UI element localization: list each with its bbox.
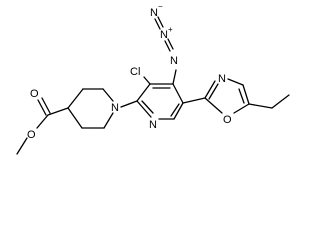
bond-ox-o1-c2: [204, 97, 223, 114]
atom-n-oxazole: N: [218, 73, 226, 85]
atom-n-pyridine: N: [149, 119, 157, 131]
bond-azide-n2-n3-a: [154, 18, 161, 30]
bond-n-pyridine: [120, 100, 138, 108]
azide-minus-charge: −: [158, 2, 163, 11]
atom-o-carbonyl: O: [30, 88, 39, 100]
bond-ox-c4-c5-inner: [238, 88, 245, 104]
bond-ethyl-ch2: [248, 103, 273, 109]
atom-labels: O O N Cl N N + N − N N O: [27, 2, 232, 141]
atom-n-azide-2: N: [160, 29, 168, 41]
bond-ox-c5-o1: [233, 103, 250, 114]
bond-py-n-c2: [136, 100, 152, 118]
bond-c-o-double-b: [41, 97, 51, 114]
azide-group: [154, 16, 174, 52]
bond-py-n-c2-inner: [141, 100, 154, 114]
azide-plus-charge: +: [168, 25, 173, 34]
bond-o-carbonyl-c: [36, 114, 49, 129]
ester-group: [16, 97, 69, 155]
oxazole-ring: [204, 78, 290, 114]
molecule-drawing: O O N Cl N N + N − N N O: [16, 2, 290, 155]
bond-c3-cl: [143, 76, 151, 85]
bond-ethyl-ch3: [271, 94, 290, 109]
atom-o-oxazole: O: [223, 114, 232, 126]
atom-n-piperidine: N: [111, 102, 119, 114]
bond-ox-c2-n3-a: [204, 80, 216, 99]
bond-azide-n2-n3-b: [157, 16, 164, 28]
bond-py-c5-c6: [173, 102, 184, 120]
bond-py-c5-c6-inner: [170, 103, 180, 117]
bond-azide-n1-n2-b: [167, 38, 174, 50]
bond-pip-c2-n: [102, 88, 114, 102]
bond-py-c2-c3: [136, 83, 151, 102]
atom-n-azide-3: N: [150, 7, 158, 19]
bond-ox-n3-c4: [227, 78, 244, 86]
pyridine-ring: [136, 69, 206, 120]
bond-carbonyl-ring: [47, 107, 69, 116]
bond-ox-c2-n3-b: [208, 83, 219, 100]
bond-ox-c4-c5: [242, 84, 250, 105]
bond-pip-c4-c3: [67, 88, 84, 109]
bond-pip-c5-c4: [67, 107, 83, 129]
atom-n-azide-1: N: [170, 55, 178, 67]
bond-py-c4-c5: [172, 83, 184, 104]
bond-pip-n-c6: [103, 112, 114, 129]
piperidine-ring: [67, 88, 138, 129]
bond-c5-oxazole: [182, 97, 206, 104]
bond-methyl-o: [16, 137, 28, 155]
structure-canvas: O O N Cl N N + N − N N O: [16, 2, 290, 155]
atom-o-methoxy: O: [27, 129, 36, 141]
atom-cl: Cl: [130, 66, 140, 78]
bond-c-o-double-a: [37, 99, 47, 116]
bond-azide-n1-n2-a: [164, 40, 171, 52]
bond-c4-azide: [172, 69, 177, 85]
